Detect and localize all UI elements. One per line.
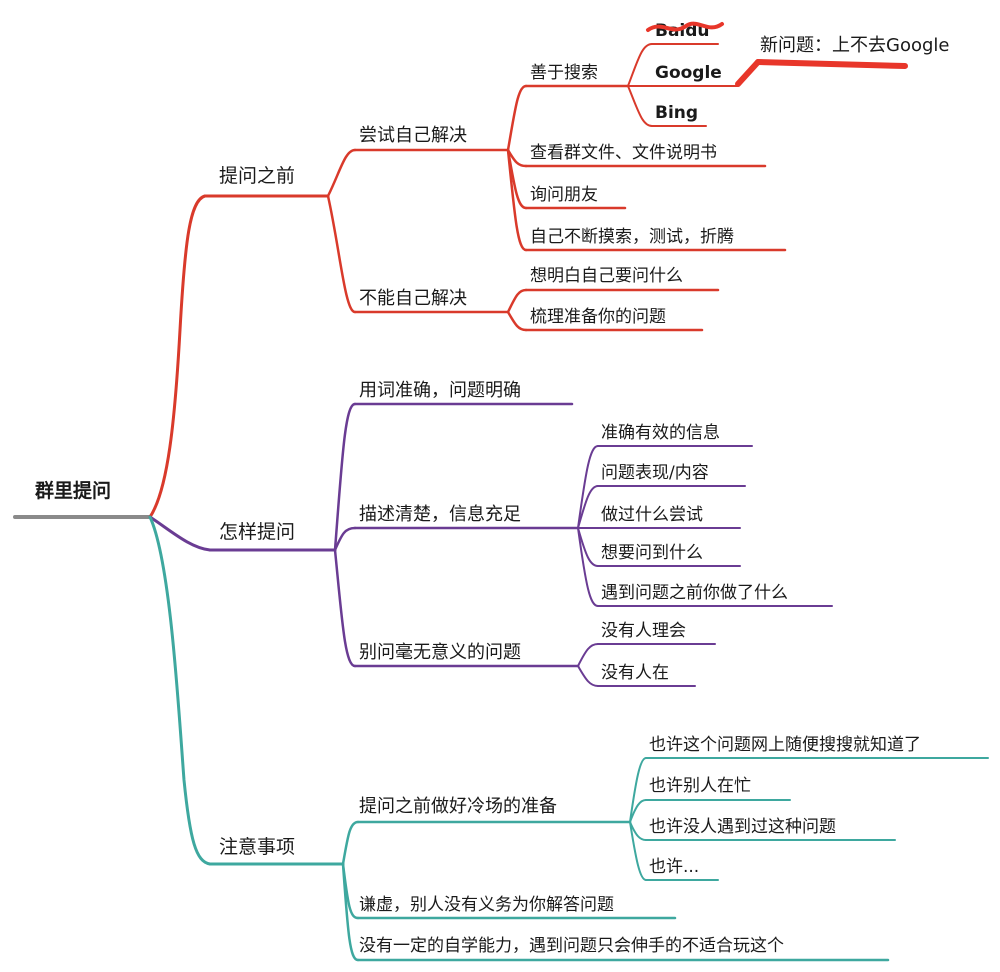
- trunk-how: [148, 515, 212, 552]
- engine-google-label: Google: [655, 63, 722, 83]
- describe-label: 描述清楚，信息充足: [359, 504, 521, 525]
- engine-bing-label: Bing: [655, 103, 698, 123]
- self-solve-label: 尝试自己解决: [359, 125, 467, 146]
- search-connector-bing: [627, 85, 653, 127]
- meaningless-connector-a: [577, 643, 599, 667]
- notes-connector-self-learn: [341, 862, 360, 962]
- self-solve-connector-search: [506, 84, 528, 152]
- prepare-connector-1: [629, 757, 647, 823]
- prepare-connector-4: [629, 821, 647, 881]
- maybe-etc-label: 也许...: [649, 857, 699, 877]
- cant-solve-label: 不能自己解决: [359, 288, 467, 309]
- self-learn-label: 没有一定的自学能力，遇到问题只会伸手的不适合玩这个: [359, 936, 784, 956]
- prepare-connector-2: [629, 799, 647, 823]
- cant-solve-connector-b: [506, 310, 528, 332]
- annotation-text: 新问题：上不去Google: [760, 35, 949, 56]
- how-connector-describe: [333, 526, 357, 552]
- files-label: 查看群文件、文件说明书: [530, 143, 717, 163]
- meaningless-connector-b: [577, 665, 599, 687]
- annotation-pointer: [735, 59, 761, 87]
- friends-label: 询问朋友: [530, 185, 598, 205]
- info-tried-label: 做过什么尝试: [601, 505, 703, 525]
- branch-how-label: 怎样提问: [219, 521, 295, 543]
- describe-connector-5: [577, 527, 599, 607]
- maybe-busy-label: 也许别人在忙: [649, 776, 751, 796]
- describe-connector-2: [577, 485, 599, 529]
- info-before-label: 遇到问题之前你做了什么: [601, 583, 788, 603]
- notes-connector-prepare: [341, 820, 360, 866]
- engine-baidu-label: Baidu: [655, 21, 710, 41]
- annotation-underline: [755, 59, 908, 69]
- cant-solve-connector-a: [506, 288, 528, 314]
- describe-connector-1: [577, 445, 599, 529]
- figure-out-label: 想明白自己要问什么: [530, 266, 683, 286]
- wording-label: 用词准确，问题明确: [359, 380, 521, 401]
- explore-label: 自己不断摸索，测试，折腾: [530, 227, 734, 247]
- baidu-strikethrough: [646, 21, 724, 32]
- info-symptom-label: 问题表现/内容: [601, 463, 709, 483]
- search-label: 善于搜索: [530, 63, 598, 83]
- nobody-cares-label: 没有人理会: [601, 621, 686, 641]
- branch-before-label: 提问之前: [219, 165, 295, 187]
- branch-notes-label: 注意事项: [219, 836, 295, 858]
- before-connector-a: [326, 148, 357, 198]
- how-connector-wording: [333, 402, 357, 552]
- maybe-unseen-label: 也许没人遇到过这种问题: [649, 817, 836, 837]
- prepare-label: 提问之前做好冷场的准备: [359, 796, 557, 817]
- search-connector-baidu: [627, 43, 653, 87]
- maybe-search-label: 也许这个问题网上随便搜搜就知道了: [649, 735, 921, 755]
- info-accurate-label: 准确有效的信息: [601, 423, 720, 443]
- meaningless-label: 别问毫无意义的问题: [359, 642, 521, 663]
- before-connector-b: [326, 194, 357, 314]
- info-want-label: 想要问到什么: [601, 543, 703, 563]
- organize-label: 梳理准备你的问题: [530, 307, 666, 327]
- self-solve-connector-explore: [506, 148, 528, 252]
- humble-label: 谦虚，别人没有义务为你解答问题: [359, 895, 614, 915]
- trunk-before: [148, 194, 207, 519]
- nobody-there-label: 没有人在: [601, 663, 669, 683]
- trunk-notes: [148, 515, 212, 866]
- root-label: 群里提问: [34, 479, 111, 502]
- how-connector-meaningless: [333, 548, 357, 668]
